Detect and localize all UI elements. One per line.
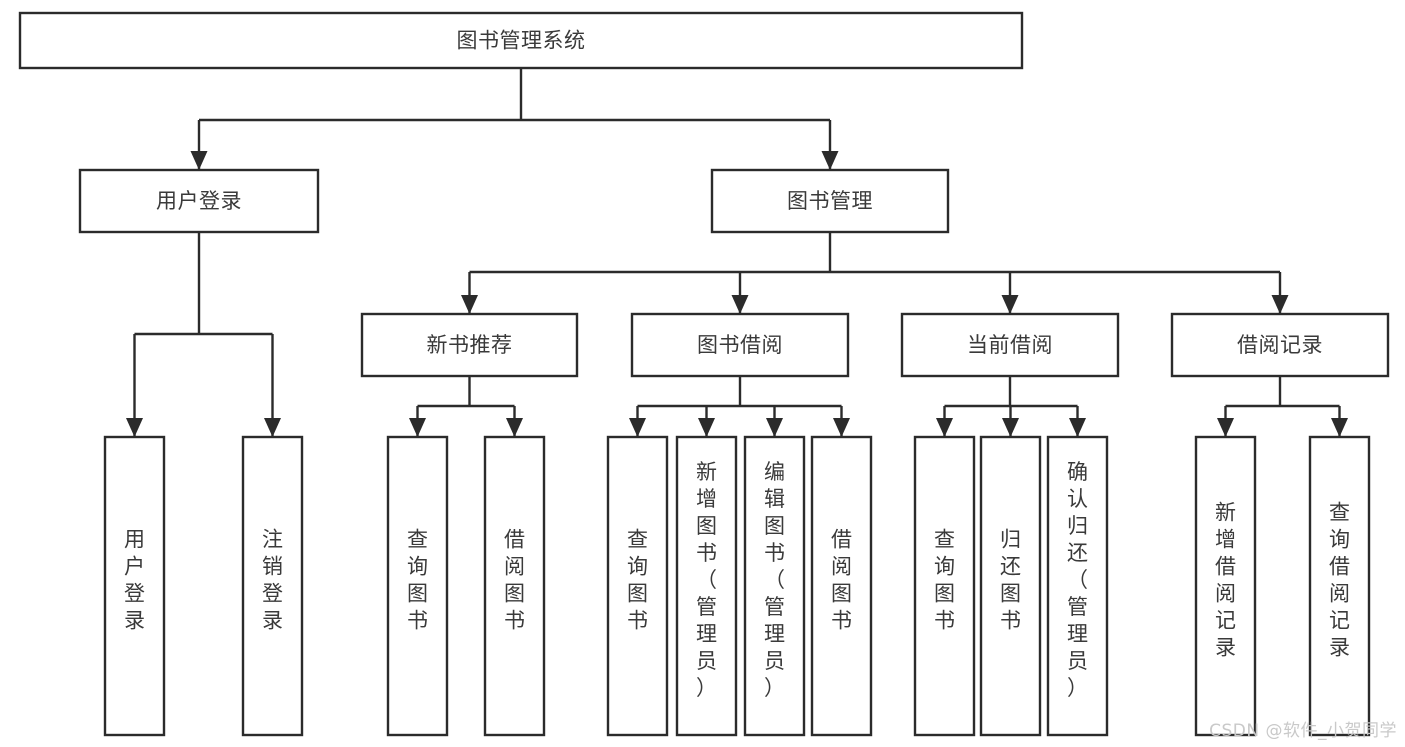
node-box-query-book-2 [606,435,669,737]
node-box-new-book-recommend [360,312,579,378]
arrow-head-icon-g3-0 [1217,418,1234,437]
node-box-borrow-book-1 [483,435,546,737]
node-box-root [18,11,1024,70]
connectors-layer [126,68,1348,437]
node-label-borrow-record: 借阅记录 [1237,333,1323,357]
arrow-head-icon-userlogin-0 [126,418,143,437]
node-book-manage[interactable]: 图书管理 [710,168,950,234]
node-box-current-borrow [900,312,1120,378]
arrow-head-icon-g0-1 [506,418,523,437]
node-book-borrow[interactable]: 图书借阅 [630,312,850,378]
nodes-layer: 图书管理系统用户登录用户登录注销登录图书管理新书推荐查询图书借阅图书图书借阅查询… [18,11,1390,737]
node-label-edit-book-admin: 编辑图书（管理员） [764,460,785,700]
node-box-book-borrow [630,312,850,378]
node-new-book-recommend[interactable]: 新书推荐 [360,312,579,378]
arrow-head-icon-g0-0 [409,418,426,437]
node-label-user-login-do: 用户登录 [124,528,145,633]
node-box-user-login-do [103,435,166,737]
node-label-add-borrow-record: 新增借阅记录 [1215,501,1236,660]
node-label-borrow-book-2: 借阅图书 [831,528,852,633]
arrow-head-icon-g1-0 [629,418,646,437]
node-label-book-manage: 图书管理 [787,189,873,213]
arrow-head-icon-g3-1 [1331,418,1348,437]
arrow-head-icon-g2-1 [1002,418,1019,437]
node-add-borrow-record[interactable]: 新增借阅记录 [1194,435,1257,737]
node-label-new-book-recommend: 新书推荐 [427,333,513,357]
node-borrow-book-2[interactable]: 借阅图书 [810,435,873,737]
arrow-head-icon-g1-2 [766,418,783,437]
node-box-query-book-3 [913,435,976,737]
arrow-head-icon-g1-1 [698,418,715,437]
arrow-head-icon-g2-0 [936,418,953,437]
node-root[interactable]: 图书管理系统 [18,11,1024,70]
node-add-book-admin[interactable]: 新增图书（管理员） [675,435,738,737]
node-box-return-book [979,435,1042,737]
node-label-add-book-admin: 新增图书（管理员） [696,460,717,700]
node-box-book-manage [710,168,950,234]
node-borrow-record[interactable]: 借阅记录 [1170,312,1390,378]
node-confirm-return-admin[interactable]: 确认归还（管理员） [1046,435,1109,737]
node-edit-book-admin[interactable]: 编辑图书（管理员） [743,435,806,737]
node-box-borrow-book-2 [810,435,873,737]
node-return-book[interactable]: 归还图书 [979,435,1042,737]
arrow-head-icon-bookmanage-0 [461,295,478,314]
node-user-login[interactable]: 用户登录 [78,168,320,234]
node-box-query-borrow-record [1308,435,1371,737]
arrow-head-icon-bookmanage-3 [1271,295,1289,314]
node-label-query-book-2: 查询图书 [627,528,648,633]
node-box-borrow-record [1170,312,1390,378]
node-label-book-borrow: 图书借阅 [697,333,783,357]
node-query-book-1[interactable]: 查询图书 [386,435,449,737]
node-box-user-logout [241,435,304,737]
node-label-user-login: 用户登录 [156,189,242,213]
node-label-query-borrow-record: 查询借阅记录 [1329,501,1350,660]
node-user-login-do[interactable]: 用户登录 [103,435,166,737]
node-borrow-book-1[interactable]: 借阅图书 [483,435,546,737]
node-box-edit-book-admin [743,435,806,737]
node-box-confirm-return-admin [1046,435,1109,737]
arrow-head-icon-root-1 [821,151,839,170]
arrow-head-icon-bookmanage-2 [1001,295,1019,314]
arrow-head-icon-root-0 [190,151,208,170]
node-query-book-3[interactable]: 查询图书 [913,435,976,737]
node-query-book-2[interactable]: 查询图书 [606,435,669,737]
node-label-borrow-book-1: 借阅图书 [504,528,525,633]
node-label-confirm-return-admin: 确认归还（管理员） [1067,460,1088,700]
node-label-query-book-1: 查询图书 [407,528,428,633]
node-label-return-book: 归还图书 [1000,528,1021,633]
node-box-user-login [78,168,320,234]
node-box-query-book-1 [386,435,449,737]
node-current-borrow[interactable]: 当前借阅 [900,312,1120,378]
node-label-user-logout: 注销登录 [262,528,283,633]
node-box-add-borrow-record [1194,435,1257,737]
arrow-head-icon-g2-2 [1069,418,1086,437]
node-box-add-book-admin [675,435,738,737]
node-query-borrow-record[interactable]: 查询借阅记录 [1308,435,1371,737]
node-label-query-book-3: 查询图书 [934,528,955,633]
node-label-root: 图书管理系统 [457,29,586,53]
node-user-logout[interactable]: 注销登录 [241,435,304,737]
arrow-head-icon-userlogin-1 [264,418,281,437]
arrow-head-icon-g1-3 [833,418,850,437]
node-label-current-borrow: 当前借阅 [967,333,1053,357]
arrow-head-icon-bookmanage-1 [731,295,749,314]
